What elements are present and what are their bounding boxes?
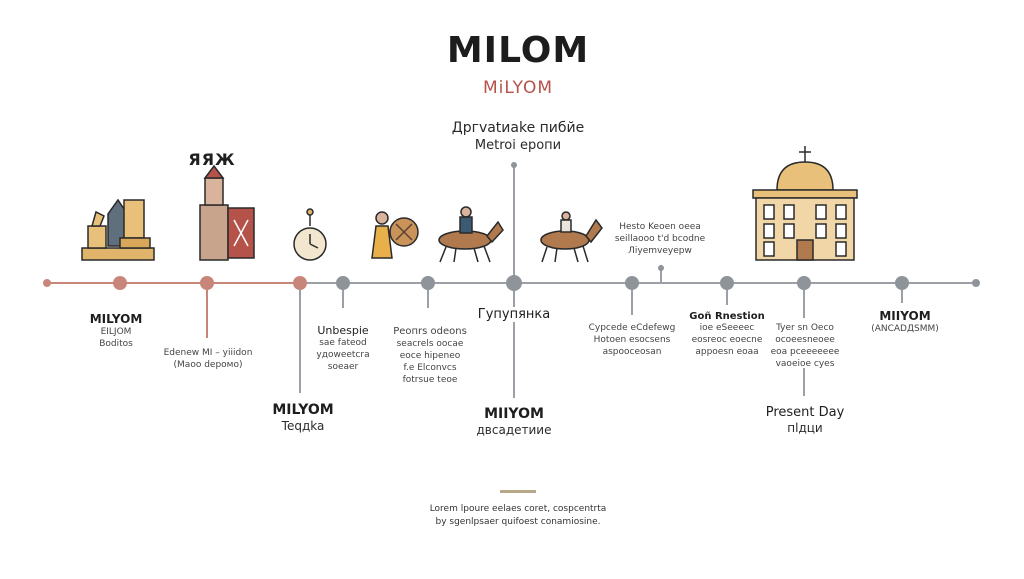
timeline-event: Cypcede eCdefewg Hotoen esocsens aspooce…: [589, 322, 676, 358]
event-line: двсадетиие: [476, 423, 552, 437]
timeline-node[interactable]: [658, 265, 664, 271]
event-line: vaoeioe cyes: [775, 359, 835, 369]
timeline-node[interactable]: [200, 276, 214, 290]
footer-line-1: Lorem lpoure eelaes coret, cospcentrta: [429, 504, 607, 514]
event-line: (Maoo depoмo): [173, 360, 243, 370]
timeline-event: Гупупянка: [473, 307, 555, 322]
timeline-node[interactable]: [421, 276, 435, 290]
event-line: seacrels oocae: [396, 339, 464, 349]
event-line: EILJOM: [100, 327, 132, 337]
timeline-event: Рeoпrs odeons seacrels oocae eoce hipene…: [393, 326, 467, 386]
event-line: Teqдka: [281, 419, 325, 433]
timeline-event: Present Day пlдци: [766, 405, 845, 436]
domed-building-icon: [752, 146, 858, 261]
event-line: Hotoen esocsens: [593, 335, 671, 345]
timeline-node[interactable]: [293, 276, 307, 290]
timeline-node[interactable]: [625, 276, 639, 290]
timeline-node[interactable]: [972, 279, 980, 287]
event-line: yдoweetcra: [316, 350, 370, 360]
event-line: пlдци: [787, 421, 823, 435]
event-line: eoa pceeeeeee: [770, 347, 840, 357]
icon-label: ЯЯЖ: [188, 150, 236, 169]
timeline-event: MILYOM Teqдka: [272, 402, 333, 434]
event-line: f.e Elconvcs: [403, 363, 457, 373]
timeline-node[interactable]: [720, 276, 734, 290]
warrior-with-shield-icon: [371, 211, 419, 259]
timeline-node[interactable]: [113, 276, 127, 290]
event-title: Unbespie: [317, 324, 369, 337]
event-line: (ANCADДSMM): [871, 324, 939, 334]
event-title: Hesto Keoen oeea: [619, 222, 701, 232]
event-line: eosreoc eoecne: [691, 335, 763, 345]
page-subtitle: MiLYOM: [482, 78, 554, 98]
horse-rider-2-icon: [540, 211, 603, 263]
event-line: ocoeesneoee: [775, 335, 835, 345]
event-title: MIIYOM: [879, 309, 931, 323]
timeline-event: MIIYOM двсадетиие: [472, 406, 556, 438]
event-title: Рeoпrs odeons: [393, 326, 467, 337]
event-line: soeaer: [327, 362, 359, 372]
timeline-event: Hesto Keoen oeea seillaooo t'd bcodne Лi…: [615, 221, 705, 257]
timeline-node[interactable]: [506, 275, 522, 291]
footer-divider: [500, 490, 536, 493]
timeline-node[interactable]: [511, 162, 517, 168]
timeline-event: Unbespie sae fateod yдoweetcra soeaer: [316, 324, 369, 373]
event-title: Goñ Rnestion: [689, 311, 765, 322]
event-title: Present Day: [765, 405, 845, 420]
timeline-event: Tyer sn Oeco ocoeesneoee eoa pceeeeeee v…: [771, 322, 840, 370]
timeline-node[interactable]: [797, 276, 811, 290]
event-line: Edenew MI – yiiidon: [163, 348, 253, 358]
footer-text: Lorem lpoure eelaes coret, cospcentrta b…: [430, 503, 607, 529]
clock-icon: [293, 208, 327, 261]
event-line: Boditos: [99, 339, 133, 349]
timeline-event: MILYOM EILJOM Boditos: [90, 312, 143, 350]
event-line: Лiyemveyepw: [628, 246, 692, 256]
timeline-node[interactable]: [43, 279, 51, 287]
ruins-icon: [81, 198, 155, 261]
event-title: MIIYOM: [484, 406, 544, 422]
timeline-node[interactable]: [895, 276, 909, 290]
top-note-line-1: Дргvatиake пибйe: [451, 120, 585, 136]
page-title: MILOM: [446, 30, 590, 71]
timeline-node[interactable]: [336, 276, 350, 290]
event-line: eoce hipeneo: [399, 351, 461, 361]
timeline-event: Goñ Rnestion ioe eSeeeec eosreoc eoecne …: [689, 311, 764, 358]
event-line: sae fateod: [319, 338, 367, 348]
footer-line-2: by sgenlpsaer quifoest conamiosine.: [435, 517, 601, 527]
horse-rider-icon: [438, 206, 504, 263]
tower-with-flag-icon: [199, 164, 255, 261]
top-note-line-2: Metroi epoпи: [474, 138, 562, 153]
event-line: aspooceosan: [602, 347, 662, 357]
event-line: ioe eSeeeec: [699, 323, 755, 333]
event-title: MILYOM: [272, 402, 334, 418]
event-title: MILYOM: [89, 312, 143, 326]
event-line: Cypcede eCdefewg: [588, 323, 676, 333]
event-line: Tyer sn Oeco: [776, 323, 834, 333]
event-line: appoesn eoaa: [695, 347, 759, 357]
event-line: fotrsue teoe: [402, 375, 458, 385]
timeline-event: Edenew MI – yiiidon (Maoo depoмo): [164, 347, 253, 371]
timeline-event: MIIYOM (ANCADДSMM): [871, 309, 939, 335]
event-line: seillaooo t'd bcodne: [614, 234, 706, 244]
event-title: Гупупянка: [477, 307, 551, 322]
